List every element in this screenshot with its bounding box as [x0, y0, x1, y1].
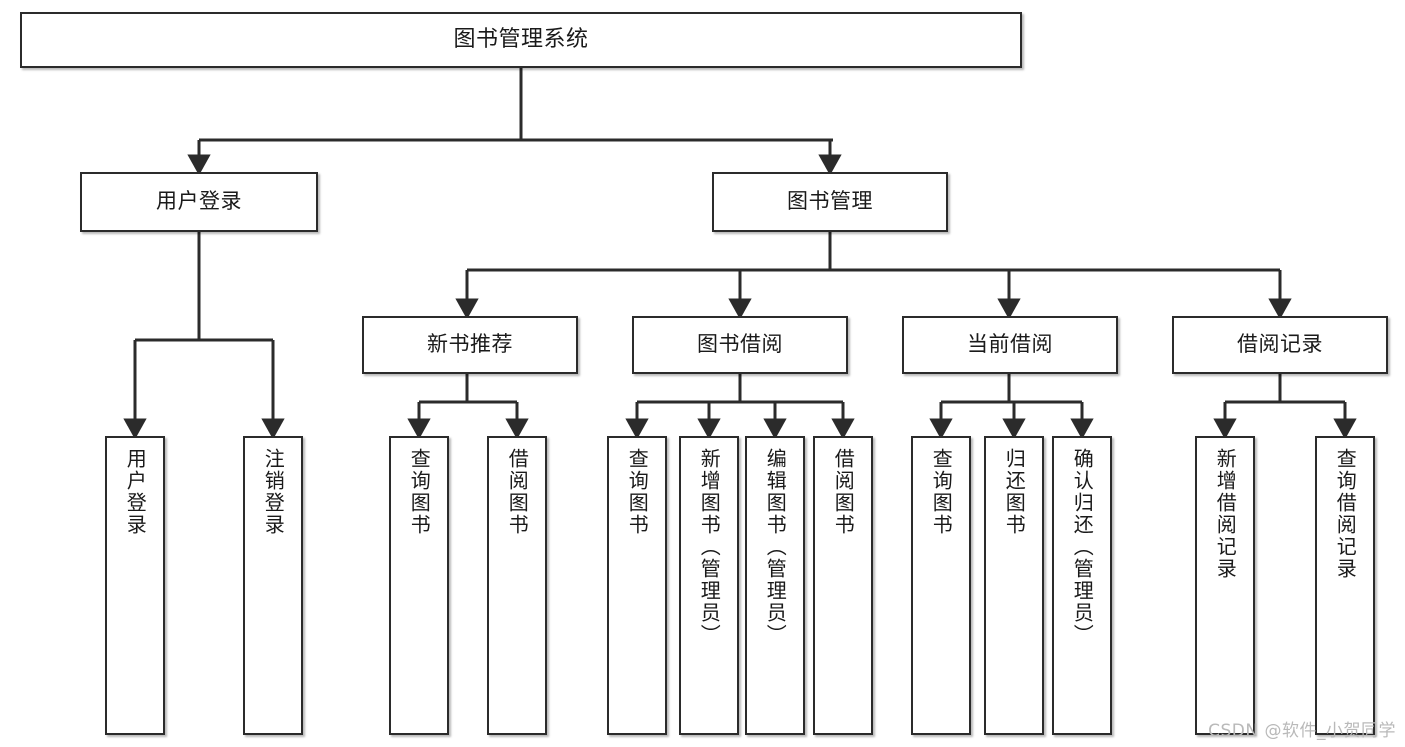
leaf-user-login[interactable]: 用户登录	[105, 436, 165, 735]
leaf-add-book-admin[interactable]: 新增图书（管理员）	[679, 436, 739, 735]
leaf-query-borrow-record[interactable]: 查询借阅记录	[1315, 436, 1375, 735]
leaf-label: 查询图书	[929, 448, 954, 536]
node-current-borrow[interactable]: 当前借阅	[902, 316, 1118, 374]
leaf-borrow-book[interactable]: 借阅图书	[813, 436, 873, 735]
node-new-book-recommend[interactable]: 新书推荐	[362, 316, 578, 374]
leaf-query-book-current[interactable]: 查询图书	[911, 436, 971, 735]
leaf-label: 查询图书	[407, 448, 432, 536]
leaf-label: 用户登录	[123, 448, 148, 536]
leaf-label: 归还图书	[1002, 448, 1027, 536]
leaf-label: 新增图书（管理员）	[697, 448, 722, 646]
node-book-borrow[interactable]: 图书借阅	[632, 316, 848, 374]
leaf-query-book-newbook[interactable]: 查询图书	[389, 436, 449, 735]
node-book-management[interactable]: 图书管理	[712, 172, 948, 232]
leaf-label: 确认归还（管理员）	[1070, 448, 1095, 646]
leaf-edit-book-admin[interactable]: 编辑图书（管理员）	[745, 436, 805, 735]
leaf-borrow-book-newbook[interactable]: 借阅图书	[487, 436, 547, 735]
leaf-confirm-return-admin[interactable]: 确认归还（管理员）	[1052, 436, 1112, 735]
leaf-label: 注销登录	[261, 448, 286, 536]
leaf-label: 查询图书	[625, 448, 650, 536]
leaf-label: 借阅图书	[505, 448, 530, 536]
node-root[interactable]: 图书管理系统	[20, 12, 1022, 68]
leaf-label: 查询借阅记录	[1333, 448, 1358, 580]
node-user-login[interactable]: 用户登录	[80, 172, 318, 232]
leaf-add-borrow-record[interactable]: 新增借阅记录	[1195, 436, 1255, 735]
leaf-label: 借阅图书	[831, 448, 856, 536]
leaf-logout[interactable]: 注销登录	[243, 436, 303, 735]
leaf-return-book[interactable]: 归还图书	[984, 436, 1044, 735]
leaf-query-book-borrow[interactable]: 查询图书	[607, 436, 667, 735]
leaf-label: 编辑图书（管理员）	[763, 448, 788, 646]
node-borrow-record[interactable]: 借阅记录	[1172, 316, 1388, 374]
leaf-label: 新增借阅记录	[1213, 448, 1238, 580]
csdn-watermark: CSDN @软件_小贺同学	[1208, 721, 1396, 741]
